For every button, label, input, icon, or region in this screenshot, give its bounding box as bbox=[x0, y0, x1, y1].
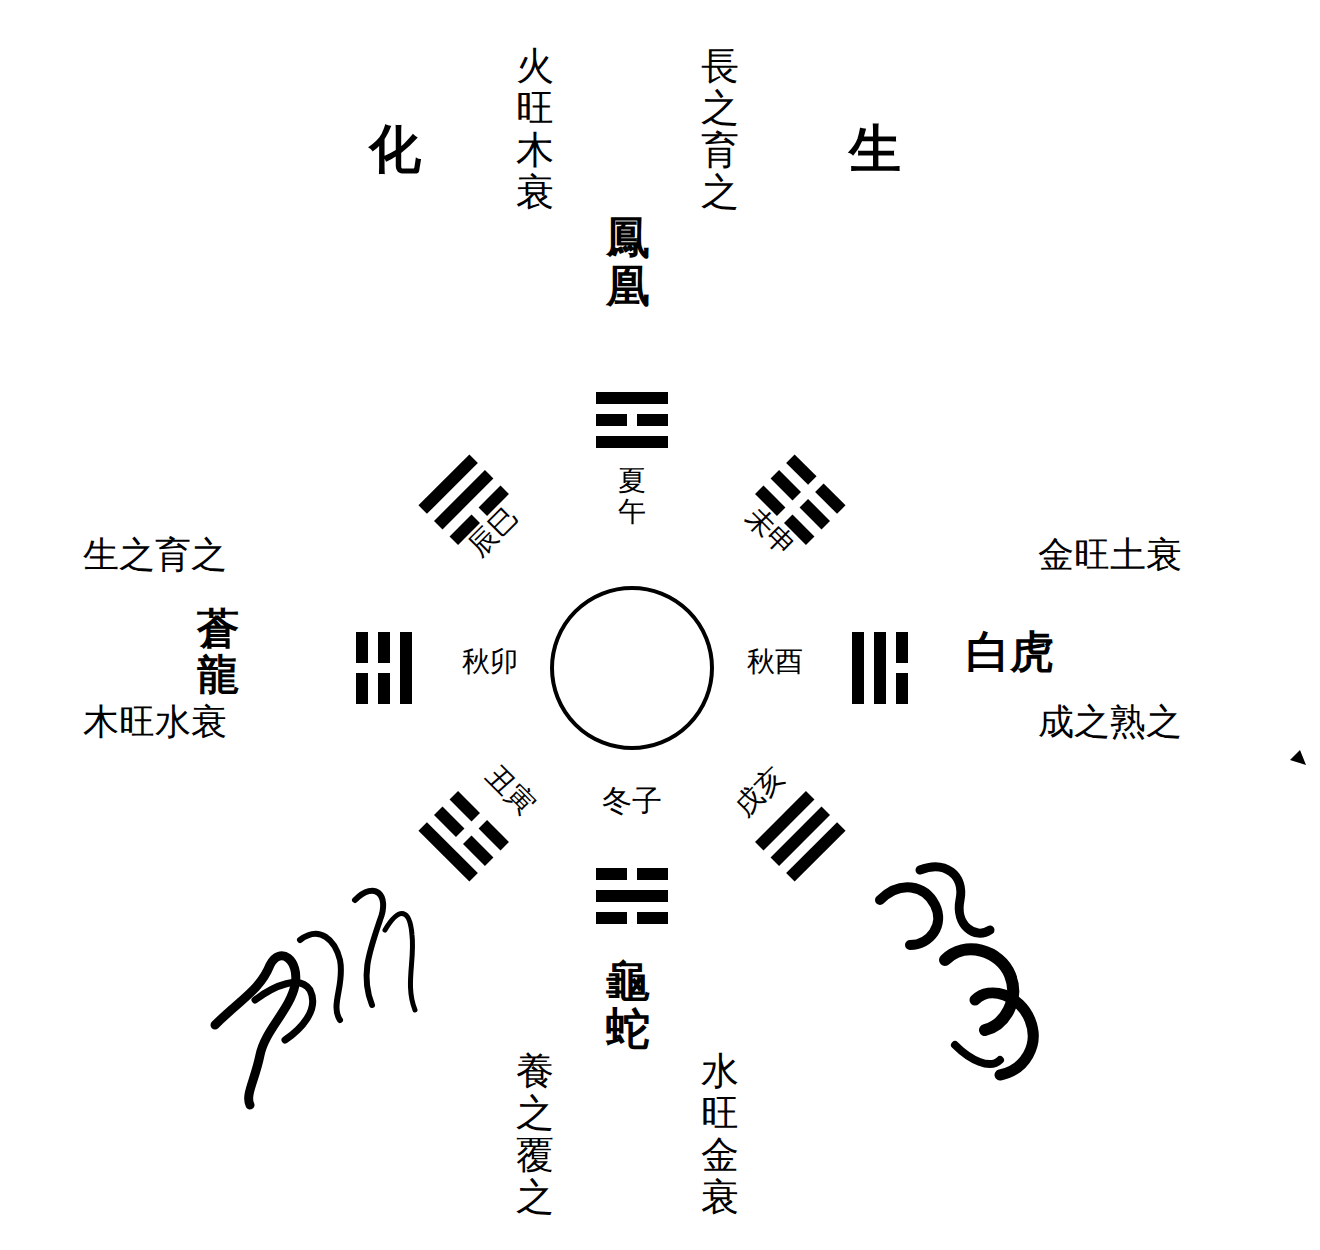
cursive-glyph bbox=[215, 891, 415, 1105]
element-note: 成之熟之 bbox=[1038, 702, 1182, 742]
guardian-name: 蒼龍 bbox=[197, 606, 239, 698]
yang-line bbox=[771, 807, 830, 866]
guardian-name: 鳳凰 bbox=[606, 214, 650, 311]
yin-line bbox=[786, 454, 816, 484]
element-note: 養之覆之 bbox=[516, 1051, 554, 1218]
element-note: 火旺木衰 bbox=[516, 46, 554, 213]
season-branch: 夏午 bbox=[618, 466, 646, 528]
yin-line bbox=[450, 791, 480, 821]
trigram bbox=[356, 632, 412, 704]
yin-line bbox=[356, 673, 368, 704]
trigram bbox=[596, 868, 668, 924]
yin-line bbox=[815, 483, 845, 513]
season-branch: 未申 bbox=[739, 501, 800, 562]
element-note: 金旺土衰 bbox=[1038, 535, 1182, 575]
season-branch: 秋卯 bbox=[462, 647, 518, 678]
trigram-group bbox=[356, 392, 908, 924]
season-branch: 辰巳 bbox=[463, 501, 524, 562]
center-circle bbox=[552, 588, 712, 748]
yin-line bbox=[800, 499, 830, 529]
yang-line bbox=[418, 822, 477, 881]
season-branch: 冬子 bbox=[602, 784, 662, 817]
yin-line bbox=[434, 807, 464, 837]
yin-line bbox=[463, 836, 493, 866]
yang-line bbox=[786, 822, 845, 881]
yin-line bbox=[356, 632, 368, 663]
heading-character: 化 bbox=[369, 121, 421, 178]
element-note: 水旺金衰 bbox=[701, 1051, 739, 1218]
yin-line bbox=[896, 632, 908, 663]
yin-line bbox=[596, 414, 627, 426]
trigram bbox=[852, 632, 908, 704]
season-branch: 戌亥 bbox=[729, 761, 790, 822]
yin-line bbox=[479, 820, 509, 850]
heading-character: 生 bbox=[849, 121, 901, 178]
yin-line bbox=[896, 673, 908, 704]
mark bbox=[1290, 750, 1306, 765]
yang-line bbox=[874, 632, 886, 704]
yang-line bbox=[852, 632, 864, 704]
yang-line bbox=[596, 890, 668, 902]
element-note: 長之育之 bbox=[701, 46, 739, 213]
trigram bbox=[596, 392, 668, 448]
element-note: 生之育之 bbox=[83, 535, 227, 575]
yin-line bbox=[637, 414, 668, 426]
season-branch: 丑寅 bbox=[479, 759, 540, 820]
yin-line bbox=[771, 470, 801, 500]
yin-line bbox=[378, 632, 390, 663]
yin-line bbox=[596, 912, 627, 924]
element-note: 木旺水衰 bbox=[83, 702, 227, 742]
yang-line bbox=[400, 632, 412, 704]
trigram bbox=[418, 791, 509, 882]
yin-line bbox=[596, 868, 627, 880]
guardian-name: 白虎 bbox=[966, 628, 1054, 676]
yang-line bbox=[596, 436, 668, 448]
yin-line bbox=[378, 673, 390, 704]
yang-line bbox=[418, 454, 477, 513]
yang-line bbox=[596, 392, 668, 404]
season-branch: 秋酉 bbox=[747, 647, 803, 678]
yin-line bbox=[637, 912, 668, 924]
guardian-name: 龜蛇 bbox=[606, 957, 650, 1054]
cursive-glyph bbox=[880, 867, 1033, 1075]
yin-line bbox=[637, 868, 668, 880]
